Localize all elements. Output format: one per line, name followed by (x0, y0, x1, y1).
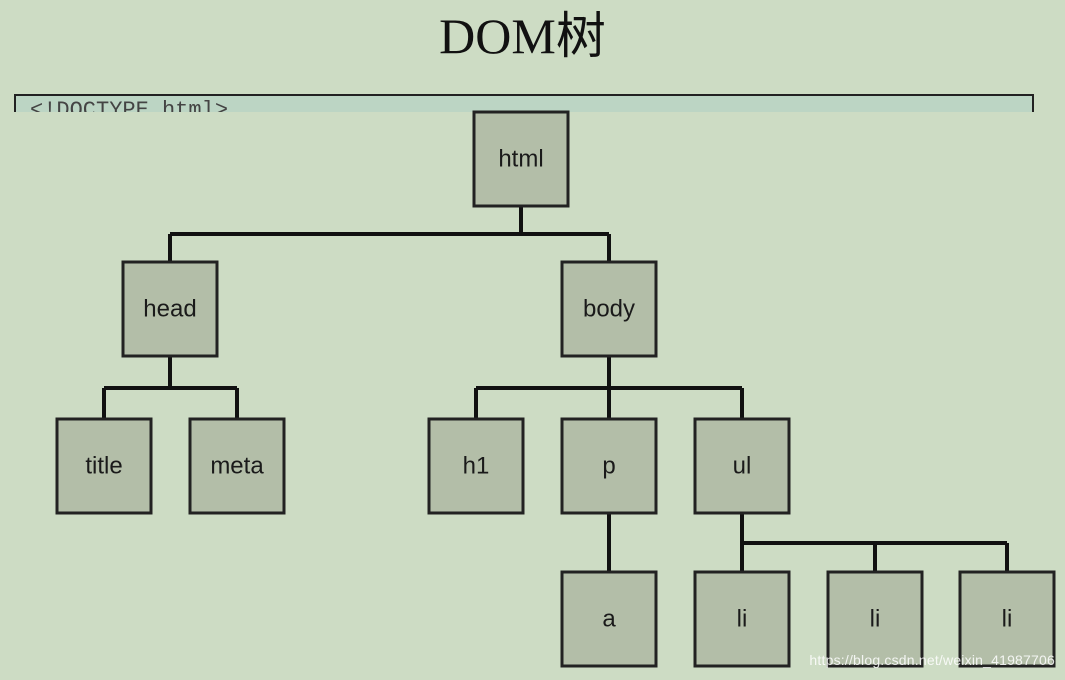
node-box (427, 417, 525, 515)
node-box (958, 570, 1056, 668)
tree-node-p: p (560, 417, 658, 515)
node-label: html (498, 146, 543, 173)
tree-node-li2: li (826, 570, 924, 668)
node-box (472, 110, 570, 208)
edge-html-children (168, 206, 611, 262)
node-label: ul (733, 453, 752, 480)
tree-node-title: title (55, 417, 153, 515)
tree-node-h1: h1 (427, 417, 525, 515)
tree-edges (102, 206, 1009, 572)
node-label: h1 (463, 453, 490, 480)
node-label: p (602, 453, 615, 480)
node-label: meta (210, 453, 264, 480)
node-label: li (1002, 606, 1013, 633)
page-title: DOM树 (439, 8, 606, 64)
node-label: li (870, 606, 881, 633)
node-box (121, 260, 219, 358)
edge-head-children (102, 356, 239, 419)
node-box (188, 417, 286, 515)
code-line: <!DOCTYPE html> (30, 98, 229, 113)
node-box (560, 260, 658, 358)
tree-node-a: a (560, 570, 658, 668)
tree-node-ul: ul (693, 417, 791, 515)
node-box (826, 570, 924, 668)
edge-body-children (474, 356, 744, 419)
node-label: a (602, 606, 616, 633)
tree-node-li3: li (958, 570, 1056, 668)
code-block: <!DOCTYPE html> (14, 94, 1034, 112)
tree-node-meta: meta (188, 417, 286, 515)
node-box (560, 417, 658, 515)
node-box (693, 417, 791, 515)
tree-node-html: html (472, 110, 570, 208)
tree-node-li1: li (693, 570, 791, 668)
node-label: body (583, 296, 635, 323)
edge-ul-children (740, 513, 1009, 572)
node-label: title (85, 453, 122, 480)
watermark: https://blog.csdn.net/weixin_41987706 (809, 652, 1055, 668)
node-box (55, 417, 153, 515)
node-label: li (737, 606, 748, 633)
node-box (693, 570, 791, 668)
tree-node-head: head (121, 260, 219, 358)
node-box (560, 570, 658, 668)
tree-node-body: body (560, 260, 658, 358)
node-label: head (143, 296, 196, 323)
